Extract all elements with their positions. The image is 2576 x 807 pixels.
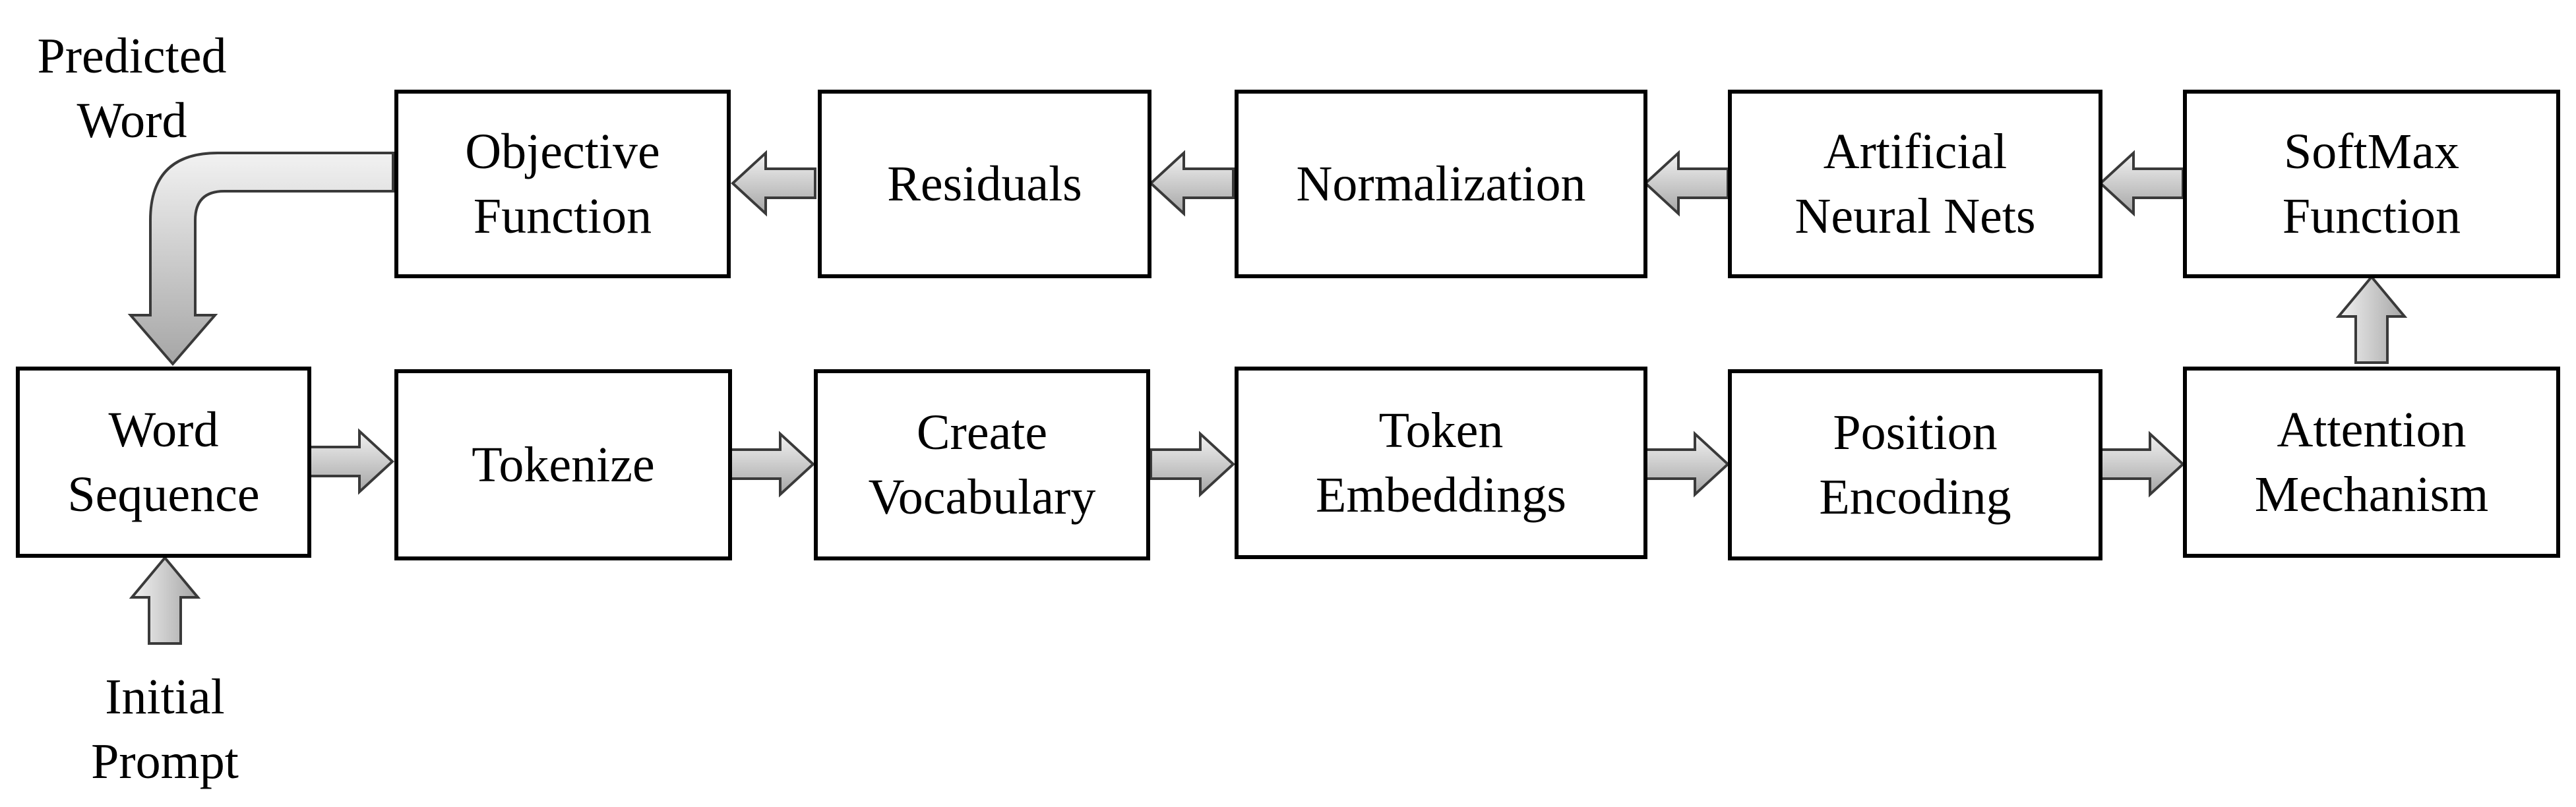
softmax-function-label: SoftMax Function xyxy=(2282,124,2461,244)
box-residuals: Residuals xyxy=(818,90,1151,278)
predicted-word-label: Predicted Word xyxy=(37,28,227,148)
arrow-tokenize-to-create-vocabulary xyxy=(729,431,815,498)
box-tokenize: Tokenize xyxy=(394,369,732,560)
arrow-attention-to-softmax xyxy=(2335,274,2408,364)
arrow-neural-nets-to-normalization xyxy=(1643,150,1729,217)
create-vocabulary-label: Create Vocabulary xyxy=(868,405,1096,525)
residuals-label: Residuals xyxy=(887,156,1082,212)
box-artificial-neural-nets: Artificial Neural Nets xyxy=(1728,90,2102,278)
initial-prompt-label: Initial Prompt xyxy=(91,669,239,789)
box-normalization: Normalization xyxy=(1235,90,1647,278)
word-sequence-label: Word Sequence xyxy=(67,402,260,522)
attention-mechanism-label: Attention Mechanism xyxy=(2254,402,2489,522)
artificial-neural-nets-label: Artificial Neural Nets xyxy=(1794,124,2036,244)
arrow-initial-prompt-to-word-sequence xyxy=(129,555,201,645)
arrow-position-encoding-to-attention-mechanism xyxy=(2099,431,2185,498)
box-softmax-function: SoftMax Function xyxy=(2183,90,2560,278)
position-encoding-label: Position Encoding xyxy=(1819,405,2011,525)
box-position-encoding: Position Encoding xyxy=(1728,369,2102,560)
objective-function-label: Objective Function xyxy=(465,124,660,244)
arrow-word-sequence-to-tokenize xyxy=(309,428,394,495)
box-create-vocabulary: Create Vocabulary xyxy=(814,369,1150,560)
box-objective-function: Objective Function xyxy=(394,90,731,278)
box-token-embeddings: Token Embeddings xyxy=(1235,367,1647,559)
arrow-softmax-to-neural-nets xyxy=(2099,150,2184,217)
token-embeddings-label: Token Embeddings xyxy=(1316,403,1566,523)
arrow-objective-function-to-word-sequence xyxy=(127,152,394,367)
arrow-create-vocabulary-to-token-embeddings xyxy=(1150,431,1235,498)
box-word-sequence: Word Sequence xyxy=(16,367,311,558)
box-attention-mechanism: Attention Mechanism xyxy=(2183,367,2560,558)
arrow-normalization-to-residuals xyxy=(1149,150,1235,217)
arrow-token-embeddings-to-position-encoding xyxy=(1644,431,1730,498)
normalization-label: Normalization xyxy=(1296,156,1586,212)
tokenize-label: Tokenize xyxy=(472,437,655,493)
arrow-residuals-to-objective-function xyxy=(731,150,816,217)
